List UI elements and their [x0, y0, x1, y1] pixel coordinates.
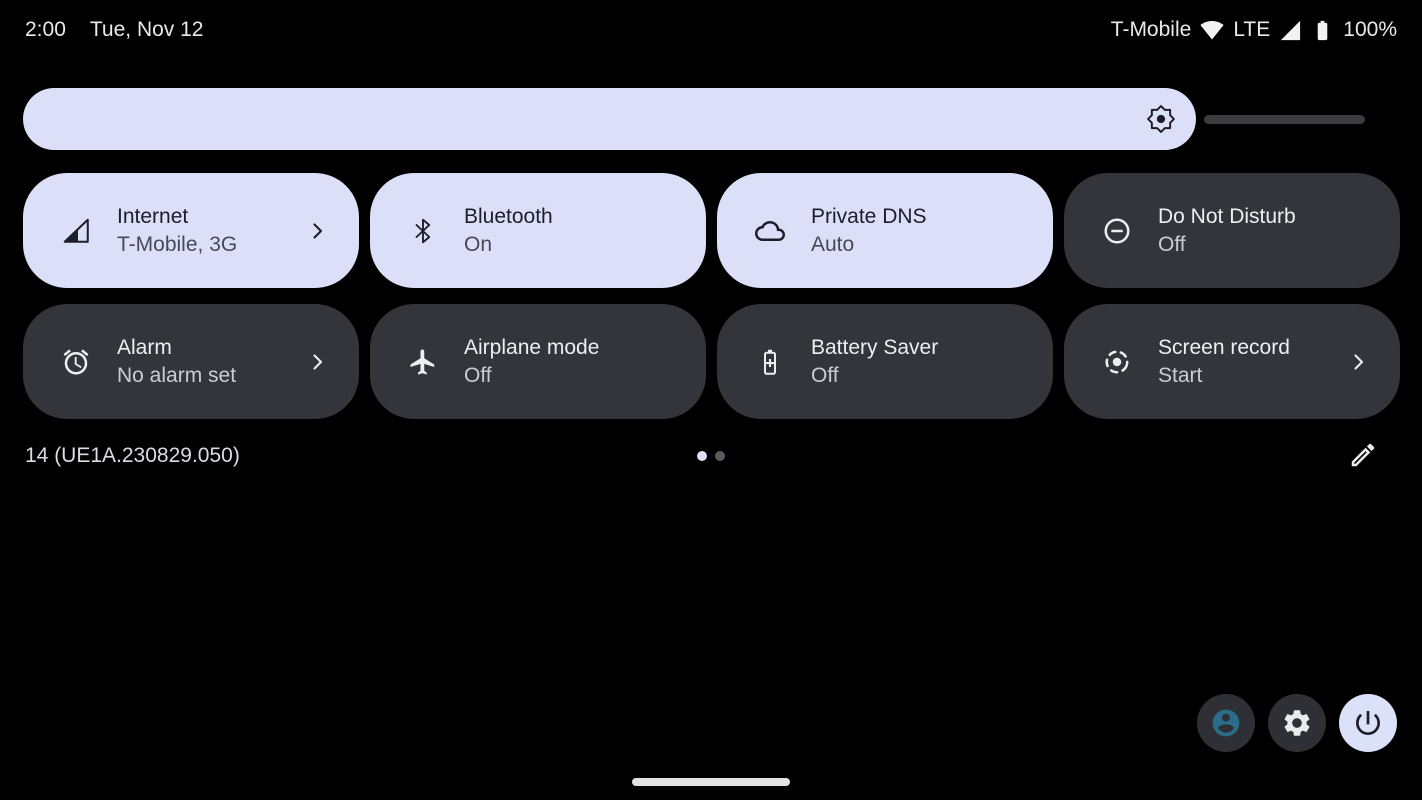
brightness-slider-track[interactable] [1204, 115, 1365, 124]
cloud-icon [755, 216, 785, 246]
page-dot [715, 451, 725, 461]
quick-settings-grid: Internet T-Mobile, 3G Bluetooth On Priva… [23, 173, 1400, 419]
tile-subtitle: Auto [811, 232, 855, 256]
status-bar: 2:00 Tue, Nov 12 T-Mobile LTE 100% [0, 0, 1422, 60]
footer-actions [1197, 694, 1397, 752]
tile-private-dns[interactable]: Private DNS Auto [717, 173, 1053, 288]
brightness-slider[interactable] [0, 88, 1422, 150]
alarm-icon [61, 347, 91, 377]
network-type-label: LTE [1233, 18, 1271, 41]
edit-tiles-button[interactable] [1348, 440, 1378, 470]
tile-subtitle: Off [464, 363, 492, 387]
home-gesture-handle[interactable] [632, 778, 790, 786]
tile-bluetooth[interactable]: Bluetooth On [370, 173, 706, 288]
date: Tue, Nov 12 [89, 18, 204, 41]
wifi-icon [1200, 18, 1224, 42]
tile-alarm[interactable]: Alarm No alarm set [23, 304, 359, 419]
page-indicator [0, 451, 1422, 461]
bluetooth-icon [408, 216, 438, 246]
chevron-right-icon [305, 350, 329, 374]
carrier-label: T-Mobile [1110, 18, 1192, 41]
battery-saver-icon [755, 347, 785, 377]
user-avatar-icon [1210, 707, 1242, 739]
pencil-icon [1348, 440, 1378, 470]
tile-title: Battery Saver [811, 335, 939, 359]
tile-subtitle: Off [1158, 232, 1186, 256]
power-button[interactable] [1339, 694, 1397, 752]
tile-battery-saver[interactable]: Battery Saver Off [717, 304, 1053, 419]
power-icon [1352, 707, 1384, 739]
user-switcher-button[interactable] [1197, 694, 1255, 752]
tile-subtitle: T-Mobile, 3G [117, 232, 238, 256]
build-number-label: 14 (UE1A.230829.050) [25, 444, 240, 467]
tile-subtitle: Off [811, 363, 839, 387]
chevron-right-icon [305, 219, 329, 243]
tile-title: Private DNS [811, 204, 927, 228]
tile-airplane-mode[interactable]: Airplane mode Off [370, 304, 706, 419]
chevron-right-icon [1346, 350, 1370, 374]
clock: 2:00 [25, 18, 66, 41]
brightness-icon [1145, 103, 1177, 135]
brightness-slider-fill[interactable] [23, 88, 1196, 150]
tile-do-not-disturb[interactable]: Do Not Disturb Off [1064, 173, 1400, 288]
screen-record-icon [1102, 347, 1132, 377]
tile-title: Screen record [1158, 335, 1290, 359]
tile-subtitle: No alarm set [117, 363, 237, 387]
tile-screen-record[interactable]: Screen record Start [1064, 304, 1400, 419]
settings-gear-icon [1281, 707, 1313, 739]
tile-title: Do Not Disturb [1158, 204, 1296, 228]
battery-percent-label: 100% [1343, 18, 1397, 41]
tile-internet[interactable]: Internet T-Mobile, 3G [23, 173, 359, 288]
settings-button[interactable] [1268, 694, 1326, 752]
do-not-disturb-icon [1102, 216, 1132, 246]
tile-title: Internet [117, 204, 189, 228]
signal-cellular-icon [61, 216, 91, 246]
cellular-signal-icon [1279, 19, 1302, 42]
page-dot-active [697, 451, 707, 461]
tile-title: Bluetooth [464, 204, 553, 228]
battery-icon [1311, 19, 1334, 42]
tile-title: Alarm [117, 335, 172, 359]
tile-subtitle: On [464, 232, 493, 256]
tile-subtitle: Start [1158, 363, 1203, 387]
tile-title: Airplane mode [464, 335, 600, 359]
airplane-icon [408, 347, 438, 377]
